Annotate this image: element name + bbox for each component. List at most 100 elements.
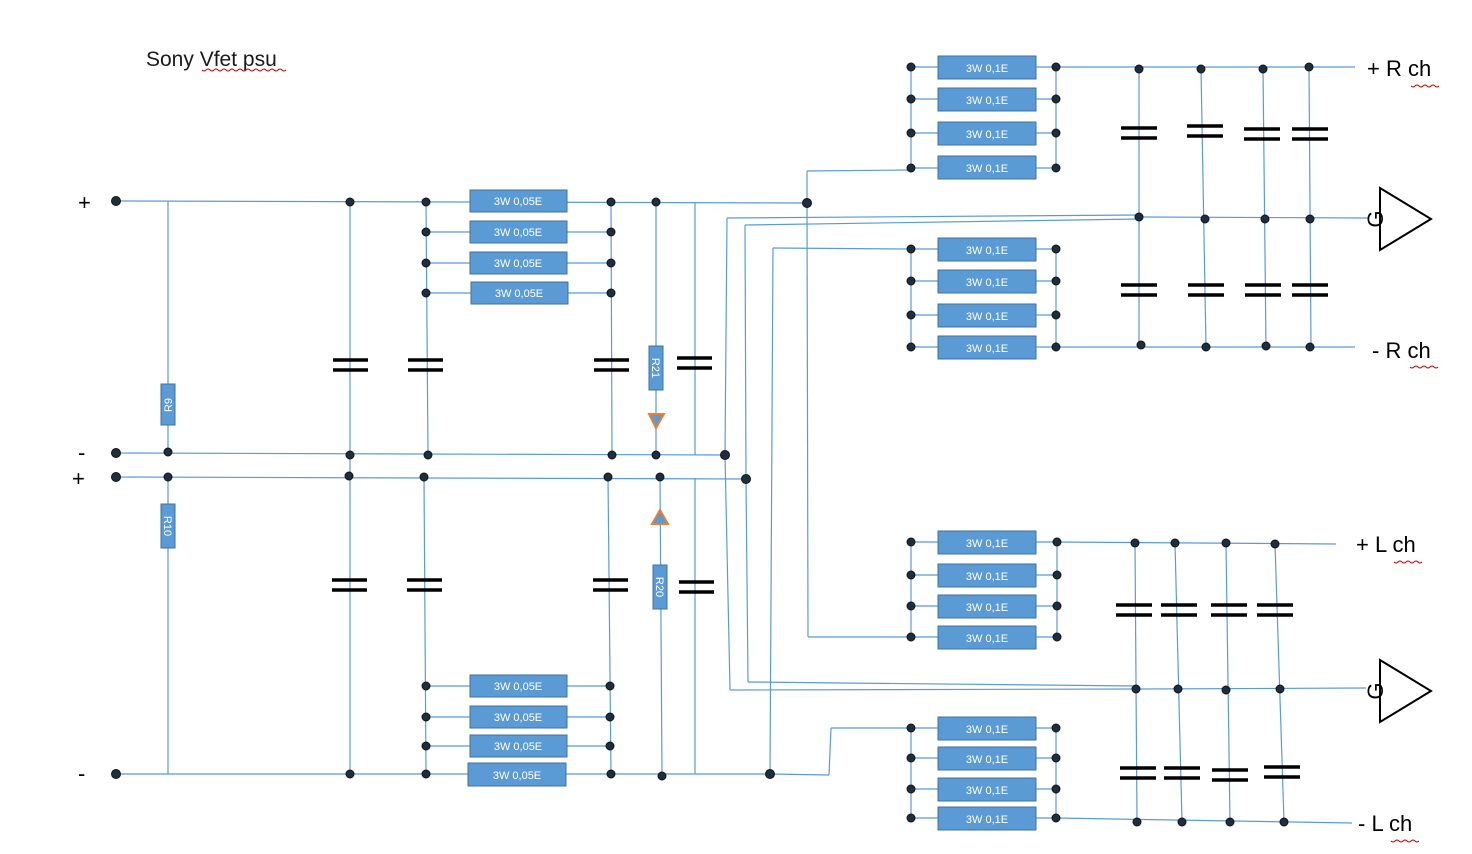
resistor-r21 xyxy=(648,345,664,391)
spellcheck-underline xyxy=(201,68,287,72)
resistor-label: 3W 0,1E xyxy=(966,602,1008,614)
resistor-label: 3W 0,1E xyxy=(966,785,1008,797)
capacitor xyxy=(1187,124,1223,138)
junction-nodes xyxy=(111,62,1315,827)
resistor-label: 3W 0,1E xyxy=(966,724,1008,736)
resistor-label: 3W 0,1E xyxy=(966,63,1008,75)
spellcheck-underline xyxy=(1390,839,1420,843)
l-channel-output xyxy=(1055,541,1367,824)
resistor-label: 3W 0,05E xyxy=(494,741,542,753)
resistor xyxy=(470,281,569,305)
resistor xyxy=(937,806,1037,831)
resistor-label: 3W 0,1E xyxy=(966,754,1008,766)
terminal-plus-mid: + xyxy=(72,466,85,491)
resistor xyxy=(937,303,1037,328)
spellcheck-underline xyxy=(1410,84,1440,88)
resistor-bank-r-plus: 3W 0,1E 3W 0,1E 3W 0,1E 3W 0,1E xyxy=(910,55,1057,180)
output-r-plus: + R ch xyxy=(1367,56,1431,81)
capacitor xyxy=(333,358,368,372)
resistor xyxy=(937,269,1037,294)
capacitor xyxy=(594,358,629,372)
capacitor xyxy=(677,356,712,370)
capacitor xyxy=(1161,603,1197,617)
resistor-label: 3W 0,05E xyxy=(494,258,542,270)
resistor xyxy=(937,55,1037,80)
capacitor xyxy=(1244,127,1280,141)
capacitor xyxy=(1164,766,1200,780)
capacitor xyxy=(1120,766,1156,780)
diode-up-icon xyxy=(650,507,670,525)
terminal-minus-bottom: - xyxy=(78,761,85,786)
resistor xyxy=(937,594,1037,619)
capacitor xyxy=(1257,603,1293,617)
resistor xyxy=(937,155,1037,180)
resistor-label: 3W 0,1E xyxy=(966,311,1008,323)
resistor xyxy=(937,237,1037,262)
main-rails xyxy=(115,200,808,775)
resistor-label: 3W 0,1E xyxy=(966,95,1008,107)
ground-symbol-r: G xyxy=(1363,186,1433,252)
vertical-branches xyxy=(167,201,696,775)
distribution-wires xyxy=(724,169,1140,776)
resistor-r9 xyxy=(160,383,176,426)
resistor xyxy=(937,777,1037,802)
capacitor xyxy=(1264,765,1300,779)
capacitor xyxy=(1212,768,1248,782)
ground-label-r: G xyxy=(1363,210,1388,227)
vertical-resistors: R9 R10 R21 R20 xyxy=(160,345,668,610)
resistor-label: 3W 0,1E xyxy=(966,163,1008,175)
terminal-minus-mid: - xyxy=(78,440,85,465)
capacitors-left xyxy=(332,356,714,594)
ground-label-l: G xyxy=(1363,682,1388,699)
capacitor xyxy=(679,580,714,594)
resistor-label: 3W 0,1E xyxy=(966,571,1008,583)
resistor xyxy=(469,674,568,698)
resistor-bank-r-minus: 3W 0,1E 3W 0,1E 3W 0,1E 3W 0,1E xyxy=(910,237,1057,360)
resistor-r10 xyxy=(160,503,176,549)
resistor-label: 3W 0,1E xyxy=(966,129,1008,141)
resistor xyxy=(467,762,567,787)
resistor-label: 3W 0,05E xyxy=(494,681,542,693)
terminal-plus-top: + xyxy=(78,190,91,215)
spellcheck-underline xyxy=(1393,560,1423,564)
capacitor xyxy=(407,578,442,592)
capacitor xyxy=(1245,283,1281,297)
resistor-bank-top: 3W 0,05E 3W 0,05E 3W 0,05E 3W 0,05E xyxy=(426,189,611,305)
resistor-label: 3W 0,1E xyxy=(966,245,1008,257)
capacitor xyxy=(593,578,628,592)
output-l-plus: + L ch xyxy=(1356,532,1416,557)
resistor xyxy=(937,530,1037,555)
resistor-label: 3W 0,05E xyxy=(495,288,543,300)
capacitor xyxy=(1121,283,1157,297)
r10-label: R10 xyxy=(161,516,173,536)
spellcheck-underline xyxy=(1409,365,1439,369)
output-r-minus: - R ch xyxy=(1372,338,1431,363)
resistor xyxy=(469,734,568,758)
capacitor xyxy=(1121,126,1157,140)
capacitor xyxy=(1116,603,1152,617)
capacitor xyxy=(1292,283,1328,297)
capacitor xyxy=(1188,283,1224,297)
resistor-bank-bottom: 3W 0,05E 3W 0,05E 3W 0,05E 3W 0,05E xyxy=(426,674,610,787)
resistor-label: 3W 0,05E xyxy=(494,227,542,239)
resistor xyxy=(469,220,568,244)
r-channel-output xyxy=(1056,66,1369,348)
resistor xyxy=(469,251,568,275)
capacitor xyxy=(332,578,367,592)
r20-label: R20 xyxy=(653,577,665,597)
resistor xyxy=(937,87,1037,112)
resistor-bank-l-minus: 3W 0,1E 3W 0,1E 3W 0,1E 3W 0,1E xyxy=(910,716,1057,831)
resistor xyxy=(469,705,568,729)
resistor xyxy=(937,335,1037,360)
resistor xyxy=(937,563,1037,588)
r21-label: R21 xyxy=(649,358,661,378)
diode-down-icon xyxy=(647,413,666,431)
r9-label: R9 xyxy=(163,398,175,412)
resistor-label: 3W 0,05E xyxy=(494,712,542,724)
diagram-title: Sony Vfet psu xyxy=(146,48,277,71)
resistor-label: 3W 0,1E xyxy=(966,633,1008,645)
resistor-r20 xyxy=(652,564,668,610)
ground-symbol-l: G xyxy=(1363,658,1433,724)
resistor-label: 3W 0,1E xyxy=(966,538,1008,550)
